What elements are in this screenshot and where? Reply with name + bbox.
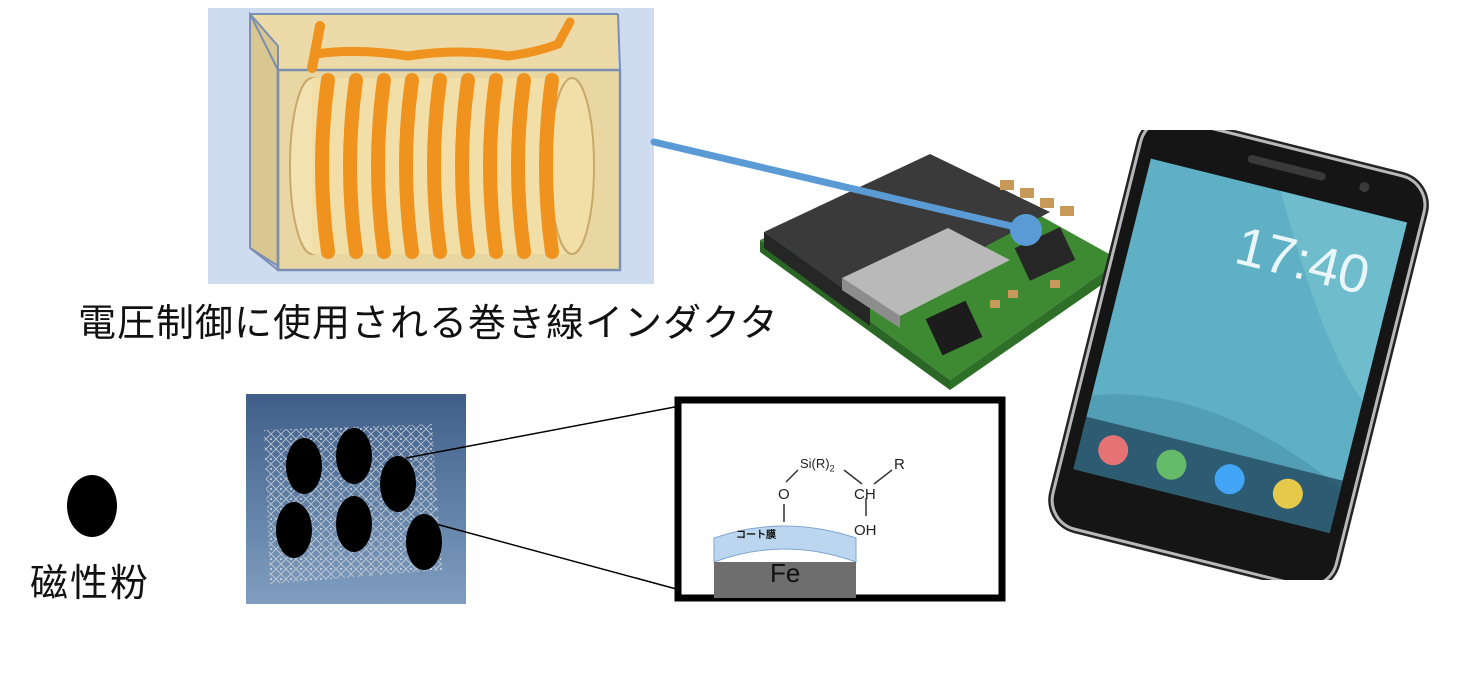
inductor-caption: 電圧制御に使用される巻き線インダクタ [78, 301, 779, 345]
inductor-connector-line [650, 138, 1042, 246]
surface-chemistry-zoom [674, 396, 1006, 602]
chem-silane: Si(R)2 [800, 456, 835, 474]
connector-dot [1010, 214, 1042, 246]
powder-particle-icon [67, 475, 117, 537]
chem-ch: CH [854, 486, 876, 503]
smartphone-icon [1048, 130, 1429, 580]
chem-oxygen: O [778, 486, 790, 503]
pcb-module-icon [760, 154, 1120, 390]
chem-silane-text: Si(R) [800, 456, 830, 471]
zoom-lines [405, 405, 681, 591]
iron-label: Fe [770, 558, 801, 588]
magnetic-powder-caption: 磁性粉 [30, 561, 151, 605]
powder-composite-panel [246, 394, 466, 604]
chem-hydroxyl: OH [854, 522, 877, 539]
inductor-illustration [208, 8, 654, 284]
chem-silane-subscript: 2 [829, 463, 835, 474]
coat-film-label: コート膜 [736, 530, 776, 541]
chem-r-group: R [894, 456, 905, 473]
